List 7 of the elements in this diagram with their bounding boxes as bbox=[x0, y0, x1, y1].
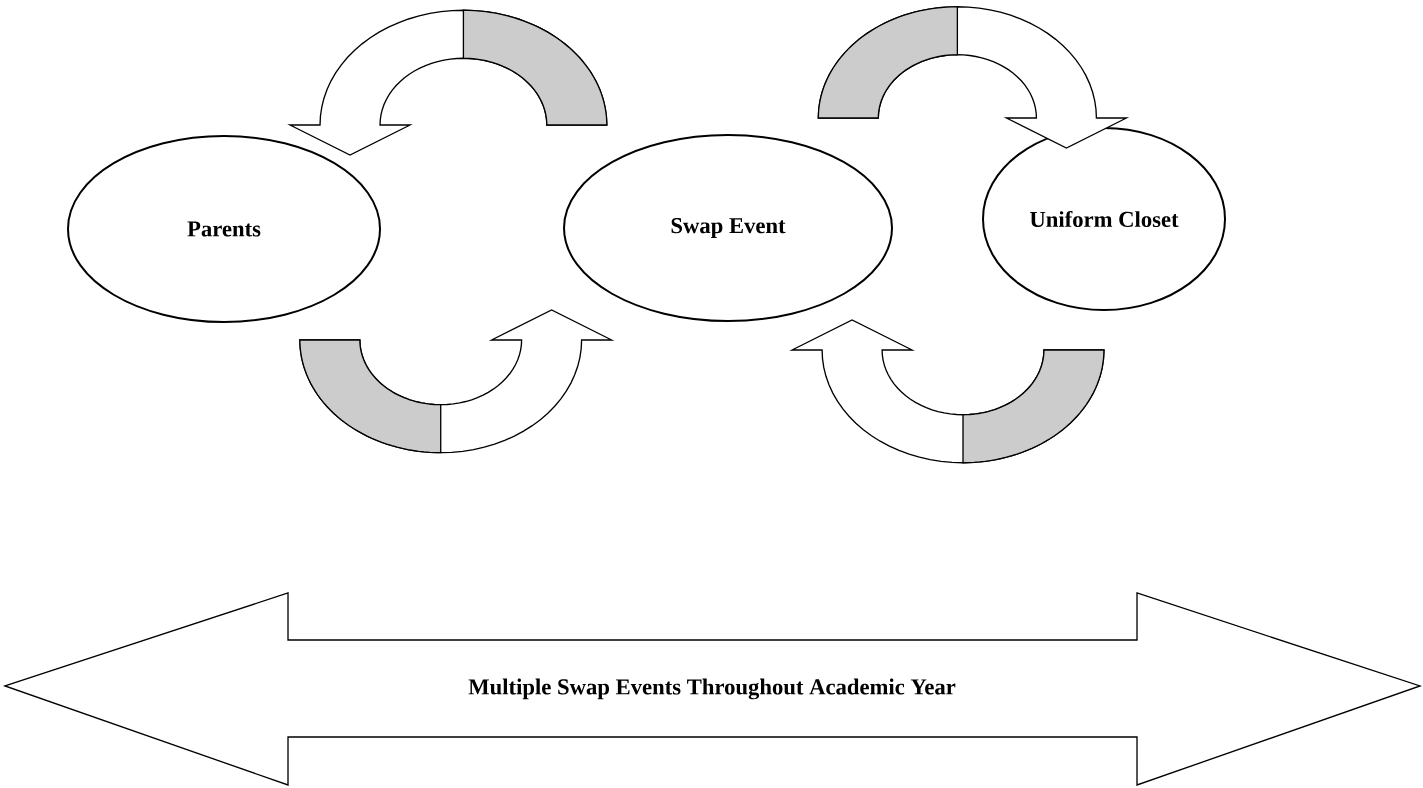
curved-block-arrow bbox=[817, 6, 1130, 149]
curved-block-arrow bbox=[299, 309, 615, 454]
ellipse-node: Uniform Closet bbox=[982, 127, 1226, 311]
ellipse-node: Parents bbox=[67, 135, 381, 323]
curved-block-arrow bbox=[287, 9, 608, 156]
curved-block-arrow bbox=[789, 319, 1105, 464]
ellipse-node: Swap Event bbox=[563, 134, 893, 322]
